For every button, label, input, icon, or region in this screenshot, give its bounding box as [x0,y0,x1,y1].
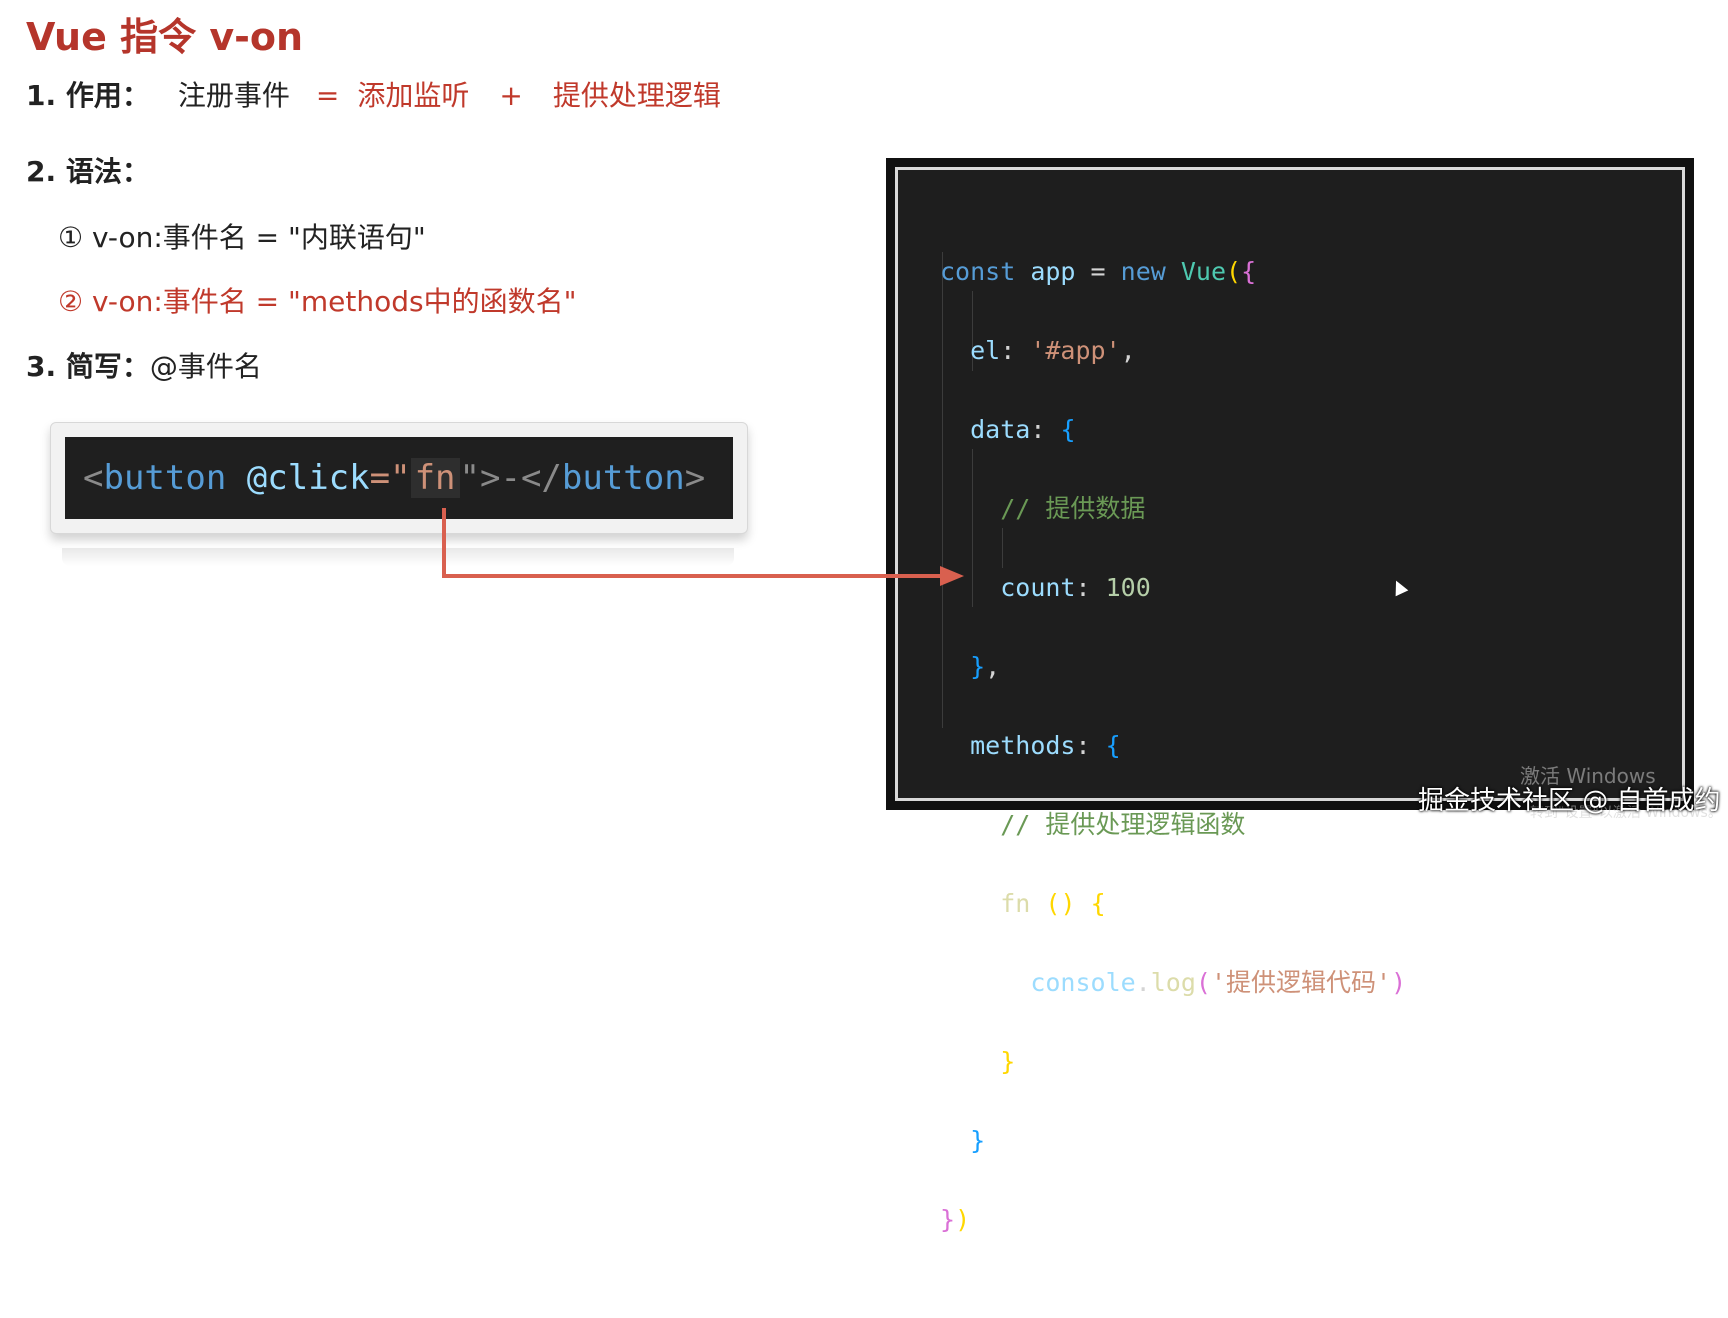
kw-new: new [1120,256,1166,286]
windows-activate-hint: 转到"设置"以激活 Windows。 [1530,805,1722,821]
obj-console: console [1030,967,1136,997]
indent-guide-4 [1002,528,1003,568]
kw-const: const [940,256,1016,286]
code-line-11: } [940,1042,1406,1082]
prop-methods: methods [970,730,1076,760]
comment-data: // 提供数据 [1000,493,1146,523]
item-purpose-part1: 添加监听 [357,79,470,112]
button-snippet: <button @click="fn">-</button> [65,437,733,519]
prop-data: data [970,414,1031,444]
code-line-3: data: { [940,410,1406,450]
item-purpose: 1. 作用： 注册事件 = 添加监听 + 提供处理逻辑 [26,74,721,114]
syntax-methods: ② v-on:事件名 = "methods中的函数名" [58,285,577,318]
op-eq: = [1075,256,1121,286]
colon: : [1030,414,1061,444]
item-syntax-label: 2. 语法： [26,155,150,188]
code-line-13: }) [940,1200,1406,1240]
colon: : [1000,335,1031,365]
item-purpose-plus: + [499,79,523,112]
snippet-close-text: ">-</ [459,458,562,498]
brace-close: } [1000,1046,1016,1076]
code-line-8: // 提供处理逻辑函数 [940,805,1406,845]
indent-guide-2 [972,291,973,371]
snippet-eq-quote: =" [369,458,411,498]
brace-open: { [1090,888,1106,918]
class-vue: Vue [1180,256,1227,286]
item-purpose-eq: = [315,79,340,112]
brace-open: { [1241,256,1257,286]
code-line-7: methods: { [940,726,1406,766]
prop-count: count [1000,572,1076,602]
colon: : [1075,572,1106,602]
comment-methods: // 提供处理逻辑函数 [1000,809,1246,839]
windows-activate-text: 激活 Windows [1520,764,1656,788]
brace-close: } [970,651,986,681]
paren-open: ( [1226,256,1242,286]
code-block: const app = new Vue({ el: '#app', data: … [940,212,1406,1318]
code-line-6: }, [940,647,1406,687]
item-syntax: 2. 语法： [26,150,150,190]
item-shorthand-text: @事件名 [149,350,262,383]
str-log: '提供逻辑代码' [1210,967,1392,997]
brace-open: { [1060,414,1076,444]
snippet-reflection [62,548,734,566]
code-line-2: el: '#app', [940,331,1406,371]
fn-parens: () [1045,888,1076,918]
paren-open: ( [1195,967,1211,997]
snippet-lt: < [83,458,104,498]
brace-close: } [940,1204,956,1234]
space [1030,889,1045,918]
button-snippet-frame: <button @click="fn">-</button> [50,422,748,534]
code-line-1: const app = new Vue({ [940,252,1406,292]
code-line-12: } [940,1121,1406,1161]
syntax-inline: ① v-on:事件名 = "内联语句" [58,221,426,254]
brace-close: } [970,1125,986,1155]
dot: . [1135,967,1151,997]
item-purpose-text: 注册事件 [177,79,290,112]
paren-close: ) [955,1204,971,1234]
code-line-5: count: 100 [940,568,1406,608]
prop-el: el [970,335,1001,365]
str-app: '#app' [1030,335,1121,365]
code-line-4: // 提供数据 [940,489,1406,529]
code-panel: const app = new Vue({ el: '#app', data: … [886,158,1694,1234]
snippet-fn: fn [410,458,460,498]
indent-guide-1 [942,252,943,728]
num-count: 100 [1105,572,1151,602]
item-purpose-label: 1. 作用： [26,79,150,112]
comma: , [1120,335,1136,365]
var-app: app [1030,256,1076,286]
item-shorthand-label: 3. 简写： [26,350,150,383]
colon: : [1075,730,1106,760]
indent-guide-3 [972,449,973,607]
code-editor: const app = new Vue({ el: '#app', data: … [895,167,1685,1234]
code-line-9: fn () { [940,884,1406,924]
snippet-attr: @click [246,458,370,498]
brace-open: { [1105,730,1121,760]
slide-title: Vue 指令 v-on [26,15,304,59]
juejin-watermark: 掘金技术社区 @ 自首成约 [1418,786,1721,816]
fn-log: log [1150,967,1196,997]
paren-close: ) [1391,967,1407,997]
comma: , [985,651,1001,681]
snippet-tag-open: button [103,458,227,498]
fn-name: fn [1000,888,1031,918]
item-shorthand: 3. 简写：@事件名 [26,345,262,385]
code-line-10: console.log('提供逻辑代码') [940,963,1406,1003]
snippet-tag-close: button [561,458,685,498]
item-purpose-part2: 提供处理逻辑 [552,79,721,112]
snippet-gt: > [684,458,706,498]
